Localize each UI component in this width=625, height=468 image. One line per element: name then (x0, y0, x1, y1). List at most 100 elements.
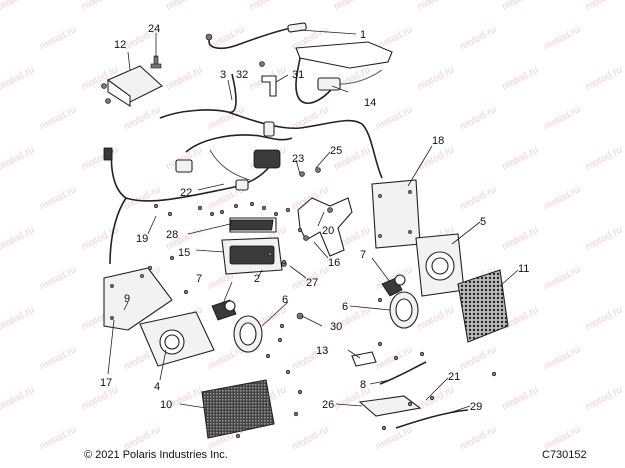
callout-11: 11 (518, 263, 529, 275)
watermark-text: motod.ru (164, 64, 204, 92)
part-18-speaker-panel (371, 179, 421, 249)
fastener (219, 209, 225, 215)
watermark-text: motod.ru (0, 144, 36, 172)
part-5-speaker-adapter (415, 233, 465, 297)
watermark-text: motod.ru (542, 104, 582, 132)
fastener (429, 395, 435, 401)
part-26-bracket (358, 395, 422, 417)
watermark-text: motod.ru (500, 384, 540, 412)
fastener (273, 211, 279, 217)
fastener (265, 353, 271, 359)
callout-4: 4 (154, 381, 160, 393)
part-17-speaker-panel-left (103, 267, 173, 331)
fastener (419, 351, 425, 357)
watermark-text: motod.ru (374, 424, 414, 452)
fastener (209, 211, 215, 217)
fastener (267, 251, 273, 257)
watermark-text: motod.ru (290, 424, 330, 452)
fastener (277, 337, 283, 343)
watermark-text: motod.ru (542, 344, 582, 372)
fastener (279, 323, 285, 329)
fastener (197, 205, 203, 211)
fastener (235, 433, 241, 439)
watermark-text: motod.ru (542, 184, 582, 212)
copyright-notice: © 2021 Polaris Industries Inc. (84, 449, 228, 461)
fastener (285, 369, 291, 375)
watermark-text: motod.ru (584, 64, 624, 92)
fastener (261, 205, 267, 211)
watermark-text: motod.ru (584, 144, 624, 172)
callout-20: 20 (322, 225, 334, 237)
watermark-text: motod.ru (80, 0, 120, 13)
callout-7-right: 7 (360, 249, 366, 261)
fastener-set (147, 201, 497, 439)
fastener (407, 401, 413, 407)
fastener (183, 289, 189, 295)
watermark-text: motod.ru (38, 104, 78, 132)
watermark-text: motod.ru (0, 384, 36, 412)
watermark-text: motod.ru (584, 0, 624, 13)
watermark-text: motod.ru (542, 264, 582, 292)
callout-32: 32 (236, 69, 248, 81)
part-14-dash-panel (295, 41, 393, 104)
callout-15: 15 (178, 247, 190, 259)
watermark-text: motod.ru (248, 0, 288, 13)
callout-19: 19 (136, 233, 148, 245)
watermark-text: motod.ru (80, 144, 120, 172)
watermark-text: motod.ru (500, 144, 540, 172)
callout-3: 3 (220, 69, 226, 81)
part-29-rod (395, 409, 469, 429)
watermark-text: motod.ru (0, 64, 36, 92)
part-8-tube (379, 361, 427, 385)
watermark-text: motod.ru (416, 384, 456, 412)
callout-24: 24 (148, 23, 160, 35)
watermark-text: motod.ru (38, 24, 78, 52)
watermark-text: motod.ru (500, 0, 540, 13)
callout-30: 30 (330, 321, 342, 333)
watermark-text: motod.ru (164, 0, 204, 13)
watermark-text: motod.ru (416, 64, 456, 92)
callout-29: 29 (470, 401, 482, 413)
fastener (293, 411, 299, 417)
callout-17: 17 (100, 377, 112, 389)
callout-8: 8 (360, 379, 366, 391)
callout-10: 10 (160, 399, 172, 411)
callout-6-right: 6 (342, 301, 348, 313)
fastener (377, 297, 383, 303)
fastener (281, 259, 287, 265)
watermark-text: motod.ru (374, 104, 414, 132)
part-11-speaker-grille (457, 269, 509, 343)
callout-31: 31 (292, 69, 304, 81)
callout-25: 25 (330, 145, 342, 157)
part-31-bracket (259, 61, 277, 97)
part-12-control-module (101, 65, 163, 108)
part-6-speaker-left (211, 299, 263, 353)
watermark-text: motod.ru (458, 344, 498, 372)
callout-26: 26 (322, 399, 334, 411)
callout-27: 27 (306, 277, 318, 289)
watermark-text: motod.ru (38, 344, 78, 372)
callout-6-left: 6 (282, 294, 288, 306)
callout-21: 21 (448, 371, 460, 383)
callout-labels: 1 2 3 4 5 6 6 7 7 8 9 10 11 12 13 14 15 … (100, 23, 529, 413)
part-16-mount-frame (297, 197, 353, 257)
fastener (249, 201, 255, 207)
callout-2: 2 (254, 273, 260, 285)
callout-7-left: 7 (196, 273, 202, 285)
fastener (377, 341, 383, 347)
fastener (297, 389, 303, 395)
callout-1: 1 (360, 29, 366, 41)
part-15-head-unit (221, 217, 283, 275)
fastener (491, 371, 497, 377)
watermark-text: motod.ru (38, 424, 78, 452)
watermark-text: motod.ru (458, 104, 498, 132)
fastener (297, 227, 303, 233)
callout-16: 16 (328, 257, 340, 269)
watermark-text: motod.ru (458, 184, 498, 212)
watermark-text: motod.ru (122, 104, 162, 132)
callout-5: 5 (480, 216, 486, 228)
part-10-speaker-grille-left (201, 379, 275, 439)
figure-id: C730152 (542, 449, 587, 461)
fastener (147, 265, 153, 271)
watermark-text: motod.ru (416, 304, 456, 332)
